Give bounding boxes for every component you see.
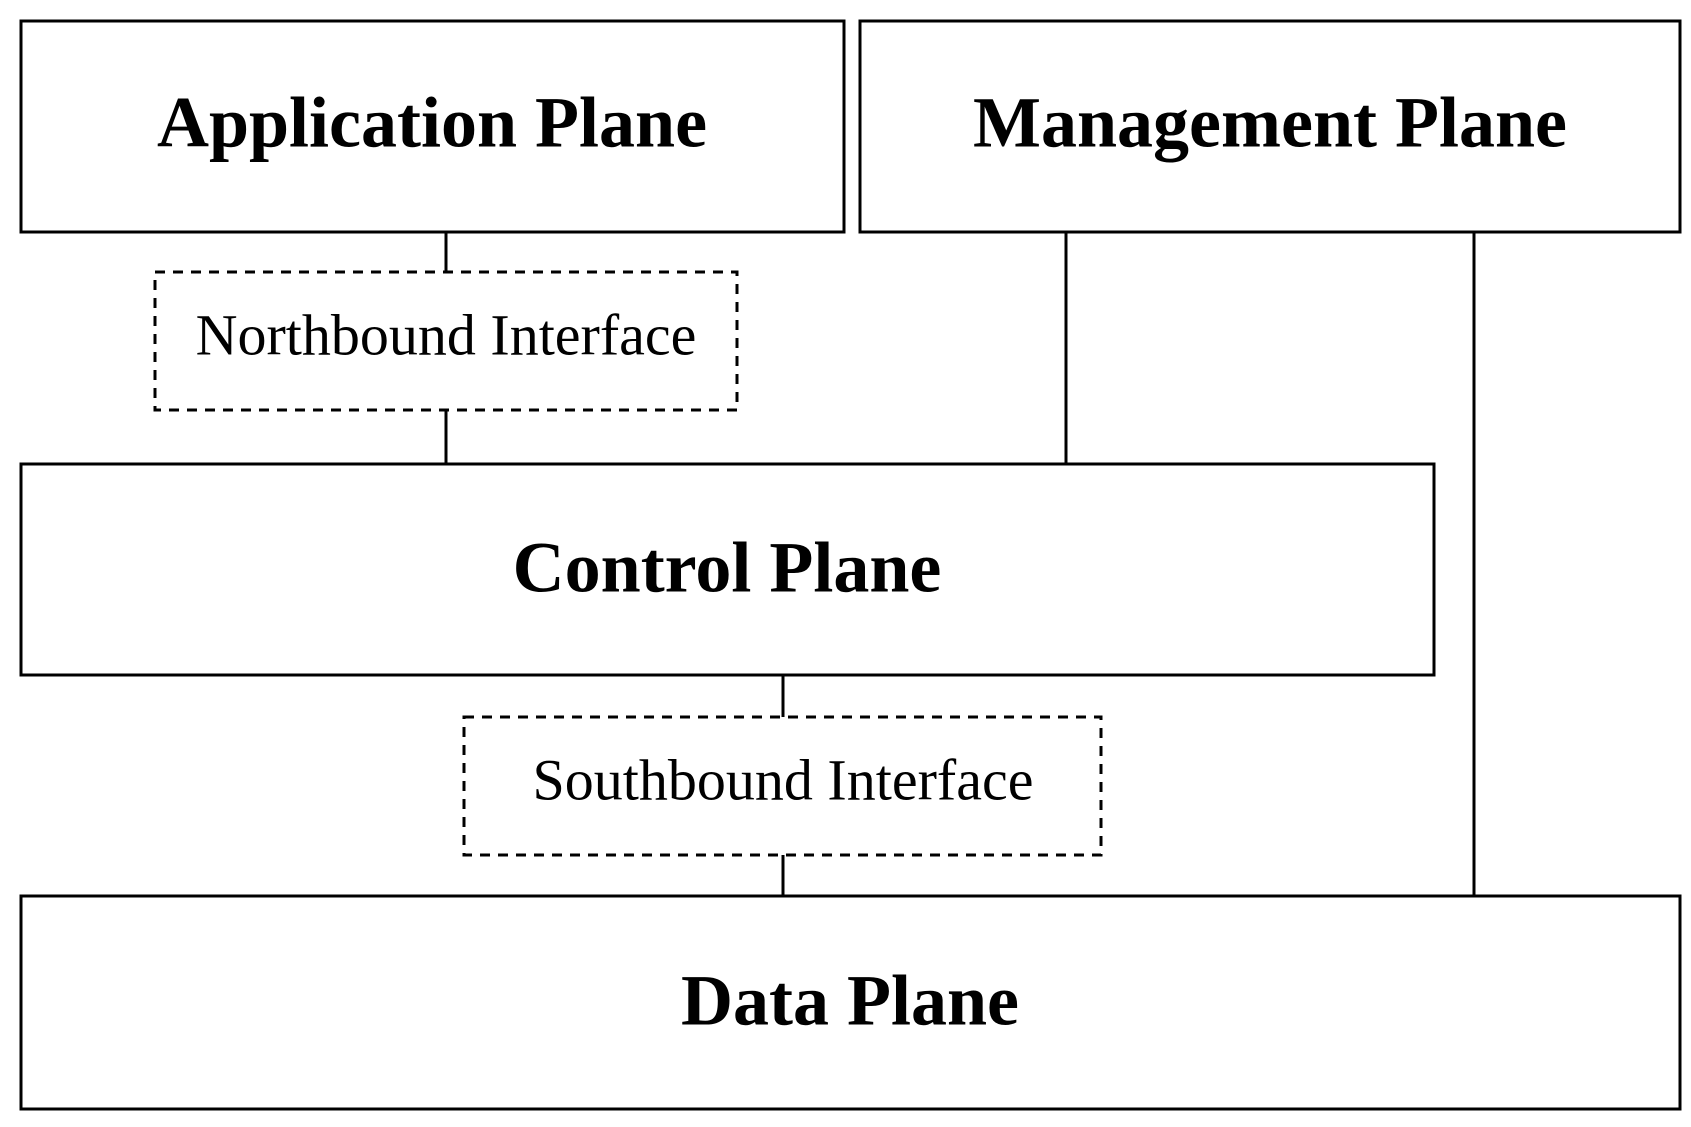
southbound-interface-label: Southbound Interface	[533, 747, 1034, 812]
northbound-interface-box: Northbound Interface	[153, 270, 739, 412]
data-plane-box: Data Plane	[19, 894, 1682, 1111]
management-plane-label: Management Plane	[973, 83, 1567, 163]
management-plane-box: Management Plane	[858, 19, 1682, 234]
control-plane-label: Control Plane	[513, 528, 942, 608]
application-plane-box: Application Plane	[19, 19, 846, 234]
northbound-interface-label: Northbound Interface	[196, 302, 697, 367]
data-plane-label: Data Plane	[681, 961, 1019, 1041]
control-plane-box: Control Plane	[19, 462, 1436, 677]
southbound-interface-box: Southbound Interface	[462, 715, 1103, 857]
application-plane-label: Application Plane	[157, 83, 707, 163]
